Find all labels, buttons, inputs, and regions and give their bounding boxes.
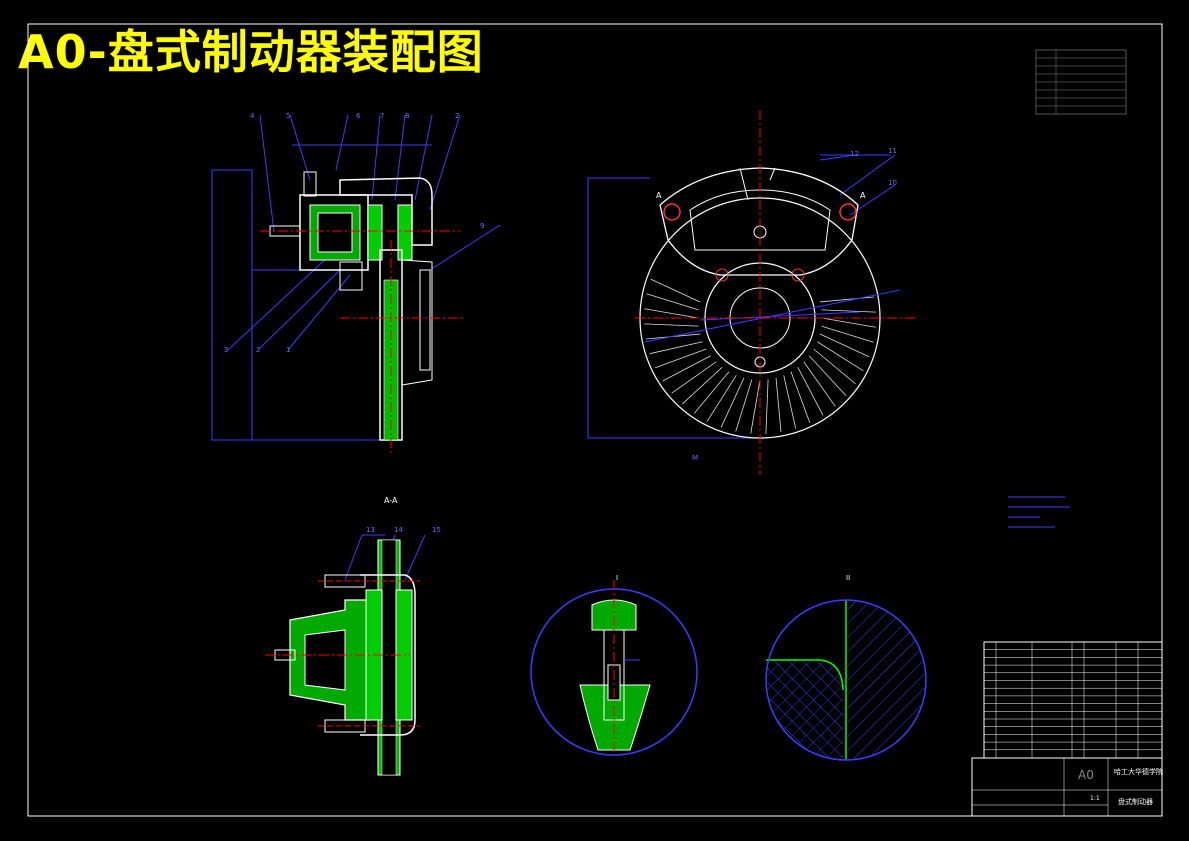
detail-i-view: [530, 580, 698, 756]
part-label-5: 5: [286, 112, 290, 120]
disc-vent-line: [720, 377, 745, 428]
detail-i-label: I: [616, 574, 618, 582]
disc-vent-line: [819, 333, 870, 358]
disc-vent-line: [671, 361, 717, 394]
disc-vent-line: [681, 366, 723, 405]
disc-vent-line: [655, 348, 707, 369]
section-mark-right: A: [860, 191, 866, 200]
disc-vent-line: [735, 379, 753, 432]
disc-vent-line: [650, 278, 701, 303]
part-label-11: 11: [888, 147, 897, 155]
parameter-table: [1035, 49, 1127, 115]
part-label-9: 9: [480, 222, 484, 230]
detail-ii-label: II: [846, 574, 850, 582]
disc-vent-line: [808, 355, 847, 397]
disc-vent-line: [803, 361, 836, 407]
disc-vent-line: [644, 308, 699, 319]
disc-vent-line: [649, 341, 703, 355]
disc-vent-line: [693, 371, 730, 414]
disc-vent-line: [644, 323, 699, 327]
disc-vent-line: [662, 355, 711, 382]
disc-vent-line: [817, 341, 864, 372]
drawing-name: 盘式制动器: [1118, 797, 1153, 806]
disc-vent-line: [646, 293, 699, 311]
drawing-frame: [27, 23, 1163, 817]
part-label-12: 12: [850, 150, 859, 158]
section-a-a-view: [265, 534, 426, 776]
title-block: [971, 641, 1163, 817]
disc-vent-line: [813, 348, 856, 385]
disc-vent-line: [706, 375, 737, 422]
part-label-3: 3: [224, 346, 228, 354]
part-label-13: 13: [366, 526, 375, 534]
disc-vent-line: [790, 371, 811, 423]
part-label-14: 14: [394, 526, 403, 534]
drawing-title: A0-盘式制动器装配图: [18, 25, 484, 79]
part-label-15: 15: [432, 526, 441, 534]
school-name: 哈工大华德学院: [1114, 767, 1163, 776]
disc-vent-line: [765, 379, 769, 434]
section-title: A-A: [384, 496, 398, 505]
part-label-2: 2: [455, 112, 459, 120]
sheet-size: A0: [1078, 768, 1094, 782]
technical-notes: [1008, 496, 1070, 528]
drawing-scale: 1:1: [1090, 795, 1100, 802]
part-label-1: 1: [286, 346, 290, 354]
disc-vent-line: [775, 377, 782, 433]
part-label-8: 8: [405, 112, 409, 120]
disc-vent-line: [819, 296, 875, 303]
front-dim-label: M: [692, 454, 698, 462]
disc-vent-line: [821, 325, 874, 343]
part-label-4: 4: [250, 112, 255, 120]
front-view: [587, 110, 915, 475]
disc-vent-line: [797, 367, 824, 416]
disc-vent-line: [783, 375, 797, 429]
part-label-2b: 2: [256, 346, 260, 354]
disc-vent-line: [821, 309, 876, 313]
part-label-6: 6: [356, 112, 361, 120]
part-label-10: 10: [888, 179, 897, 187]
part-label-7: 7: [380, 112, 384, 120]
side-view: [211, 114, 501, 455]
section-mark-left: A: [656, 191, 662, 200]
disc-vent-line: [750, 379, 761, 434]
detail-ii-view: [765, 599, 927, 761]
disc-vent-line: [821, 317, 876, 328]
